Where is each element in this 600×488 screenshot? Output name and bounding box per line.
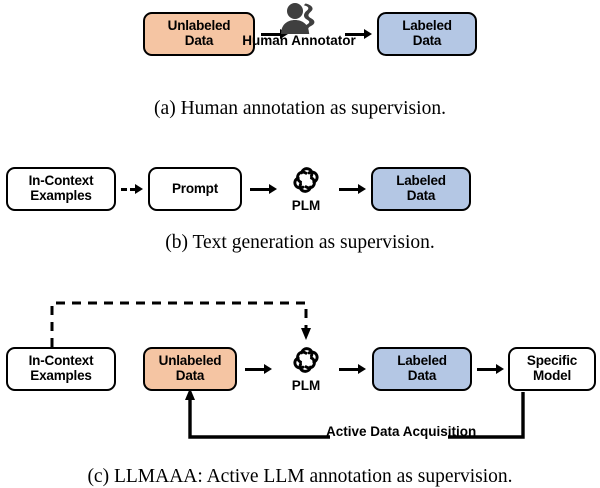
panel-b-examples-line1: In-Context (28, 173, 94, 189)
panel-b-examples-line2: Examples (30, 188, 92, 203)
panel-c-unlabeled-data-box: Unlabeled Data (143, 347, 237, 391)
acquisition-loop-left-segment (188, 398, 330, 439)
panel-b-labeled-data-line2: Data (406, 188, 436, 203)
panel-b-plm-label: PLM (291, 198, 321, 213)
panel-a-unlabeled-data-line1: Unlabeled (167, 18, 231, 34)
panel-c-unlabeled-data-line1: Unlabeled (158, 353, 222, 369)
dashed-feedback-path (50, 301, 308, 347)
panel-c-specific-model-box: Specific Model (508, 347, 596, 391)
panel-b-labeled-data-box: Labeled Data (371, 167, 471, 211)
panel-a-human-line2: Annotator (291, 33, 356, 48)
panel-c-specific-model-line2: Model (533, 368, 571, 383)
panel-c-labeled-data-box: Labeled Data (372, 347, 472, 391)
panel-b-plm-icon (293, 167, 319, 193)
panel-c-plm-label: PLM (291, 378, 321, 393)
dashed-feedback-arrowhead (301, 328, 311, 340)
panel-c-examples-line2: Examples (30, 368, 92, 383)
human-annotator-icon (281, 3, 315, 34)
active-acquisition-line2: Acquisition (402, 424, 477, 439)
panel-a-caption: (a) Human annotation as supervision. (154, 98, 446, 119)
panel-a-unlabeled-data-line2: Data (184, 33, 214, 48)
panel-a-labeled-data-line2: Data (412, 33, 442, 48)
panel-a-human-line1: Human (242, 33, 288, 48)
panel-c-specific-model-line1: Specific (526, 353, 578, 369)
panel-b-caption: (b) Text generation as supervision. (165, 232, 435, 253)
panel-a-unlabeled-data-box: Unlabeled Data (143, 12, 255, 56)
panel-b-in-context-examples-box: In-Context Examples (6, 167, 116, 211)
panel-c-active-data-acquisition-label: Active Data Acquisition (326, 424, 476, 440)
panel-a-labeled-data-box: Labeled Data (377, 12, 477, 56)
panel-c-caption: (c) LLMAAA: Active LLM annotation as sup… (87, 466, 513, 487)
panel-c-in-context-examples-box: In-Context Examples (6, 347, 116, 391)
panel-b-prompt-box: Prompt (148, 167, 242, 211)
panel-a-human-annotator-label: Human Annotator (239, 33, 359, 49)
panel-a-labeled-data-line1: Labeled (402, 18, 452, 34)
panel-c-unlabeled-data-line2: Data (175, 368, 205, 383)
panel-c-labeled-data-line1: Labeled (397, 353, 447, 369)
active-acquisition-line1: Active Data (326, 424, 400, 439)
panel-b-prompt-label: Prompt (171, 180, 219, 196)
panel-c-plm-icon (293, 347, 319, 373)
panel-c-labeled-data-line2: Data (407, 368, 437, 383)
panel-c-examples-line1: In-Context (28, 353, 94, 369)
panel-b-labeled-data-line1: Labeled (396, 173, 446, 189)
